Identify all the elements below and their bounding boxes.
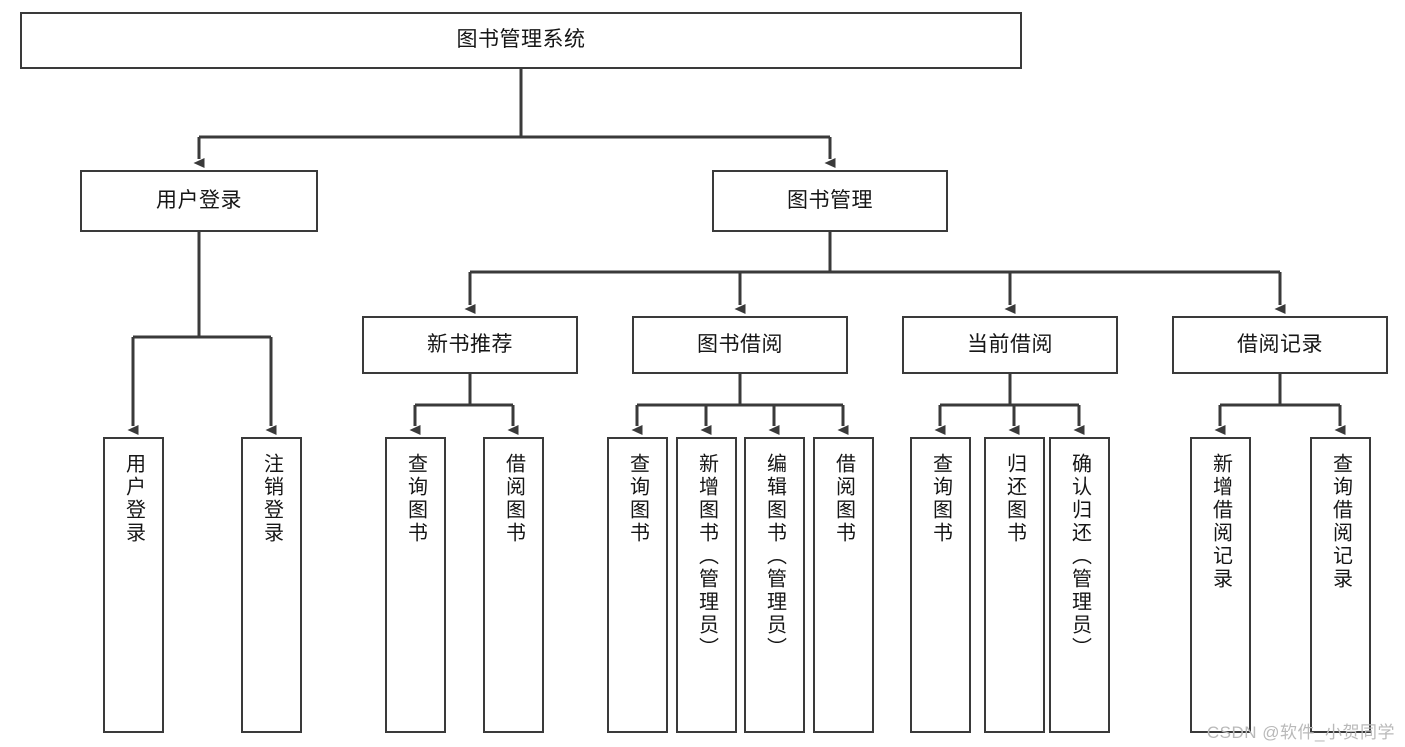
node-root-label: 图书管理系统 — [456, 28, 586, 52]
node-level3-book-borrow[interactable]: 图书借阅 — [632, 316, 848, 374]
node-level3-borrow-record-label: 借阅记录 — [1237, 332, 1323, 356]
leaf-node-label: 确认归还（管理员） — [1068, 453, 1091, 660]
node-level3-new-book-recommend-label: 新书推荐 — [427, 332, 513, 356]
leaf-node-label: 借阅图书 — [502, 453, 525, 545]
node-level3-current-borrow[interactable]: 当前借阅 — [902, 316, 1118, 374]
leaf-node[interactable]: 确认归还（管理员） — [1049, 437, 1110, 733]
node-level3-new-book-recommend[interactable]: 新书推荐 — [362, 316, 578, 374]
leaf-node-label: 查询图书 — [929, 453, 952, 545]
node-level2-user-login[interactable]: 用户登录 — [80, 170, 318, 232]
leaf-node[interactable]: 借阅图书 — [483, 437, 544, 733]
leaf-node[interactable]: 编辑图书（管理员） — [744, 437, 805, 733]
node-root[interactable]: 图书管理系统 — [20, 12, 1022, 69]
node-level3-book-borrow-label: 图书借阅 — [697, 332, 783, 356]
node-level2-book-management-label: 图书管理 — [787, 188, 873, 212]
leaf-node[interactable]: 注销登录 — [241, 437, 302, 733]
leaf-node-label: 查询图书 — [404, 453, 427, 545]
leaf-node[interactable]: 归还图书 — [984, 437, 1045, 733]
leaf-node-label: 借阅图书 — [832, 453, 855, 545]
leaf-node[interactable]: 借阅图书 — [813, 437, 874, 733]
leaf-node-label: 注销登录 — [260, 453, 283, 545]
node-level2-book-management[interactable]: 图书管理 — [712, 170, 948, 232]
leaf-node[interactable]: 查询图书 — [607, 437, 668, 733]
watermark: CSDN @软件_小贺同学 — [1206, 723, 1395, 742]
leaf-node-label: 编辑图书（管理员） — [763, 453, 786, 660]
leaf-node-label: 新增图书（管理员） — [695, 453, 718, 660]
leaf-node[interactable]: 新增借阅记录 — [1190, 437, 1251, 733]
leaf-node[interactable]: 新增图书（管理员） — [676, 437, 737, 733]
node-level3-borrow-record[interactable]: 借阅记录 — [1172, 316, 1388, 374]
leaf-node-label: 归还图书 — [1003, 453, 1026, 545]
leaf-node[interactable]: 查询图书 — [385, 437, 446, 733]
node-level3-current-borrow-label: 当前借阅 — [967, 332, 1053, 356]
leaf-node[interactable]: 查询图书 — [910, 437, 971, 733]
leaf-node-label: 查询图书 — [626, 453, 649, 545]
leaf-node-label: 查询借阅记录 — [1329, 453, 1352, 591]
node-level2-user-login-label: 用户登录 — [156, 188, 242, 212]
leaf-node[interactable]: 用户登录 — [103, 437, 164, 733]
leaf-node-label: 新增借阅记录 — [1209, 453, 1232, 591]
leaf-node-label: 用户登录 — [122, 453, 145, 545]
leaf-node[interactable]: 查询借阅记录 — [1310, 437, 1371, 733]
